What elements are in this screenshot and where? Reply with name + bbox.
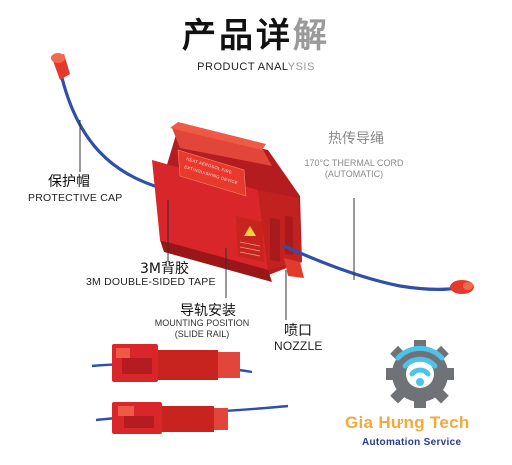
page-subtitle: PRODUCT ANALYSIS (0, 61, 512, 73)
tape-label-en: 3M DOUBLE-SIDED TAPE (86, 276, 216, 288)
logo-tagline: Automation Service (362, 437, 462, 448)
protective-cap-icon (51, 53, 70, 80)
cord-label-en-line1: 170°C THERMAL CORD (304, 158, 404, 168)
wifi-dot-icon (416, 378, 424, 386)
title-main: 产品详 (182, 16, 293, 56)
nozzle-label-cn: 喷口 (284, 323, 312, 339)
rail-clip-view-bottom (95, 402, 289, 434)
cord-label-en-line2: (AUTOMATIC) (324, 169, 384, 179)
left-thermal-cord (60, 76, 170, 192)
right-thermal-cord (282, 244, 460, 291)
mount-label-en-line1: MOUNTING POSITION (154, 318, 250, 328)
cap-label-cn: 保护帽 (48, 174, 90, 190)
tape-label-cn: 3M背胶 (140, 261, 189, 277)
mount-label-cn: 导轨安装 (180, 303, 236, 319)
logo-brand-name: Gia Hưng Tech (345, 413, 470, 432)
page-title: 产品详解 (0, 8, 512, 57)
subtitle-faded: YSIS (287, 61, 315, 73)
fire-device-body (152, 122, 304, 282)
nozzle-label-en: NOZZLE (274, 339, 323, 353)
mount-label-en-line2: (SLIDE RAIL) (174, 329, 230, 339)
cap-label-en: PROTECTIVE CAP (28, 192, 123, 204)
title-faded: 解 (293, 16, 330, 56)
gear-icon (386, 340, 454, 408)
wifi-icon (395, 345, 445, 377)
cord-label-cn: 热传导绳 (328, 131, 384, 147)
rail-clip-view-top (91, 344, 253, 382)
mount-label-en: MOUNTING POSITION (SLIDE RAIL) (150, 318, 254, 340)
cord-label-en: 170°C THERMAL CORD (AUTOMATIC) (294, 158, 414, 180)
subtitle-main: PRODUCT ANAL (197, 61, 288, 73)
cord-end-cap-icon (450, 280, 474, 294)
